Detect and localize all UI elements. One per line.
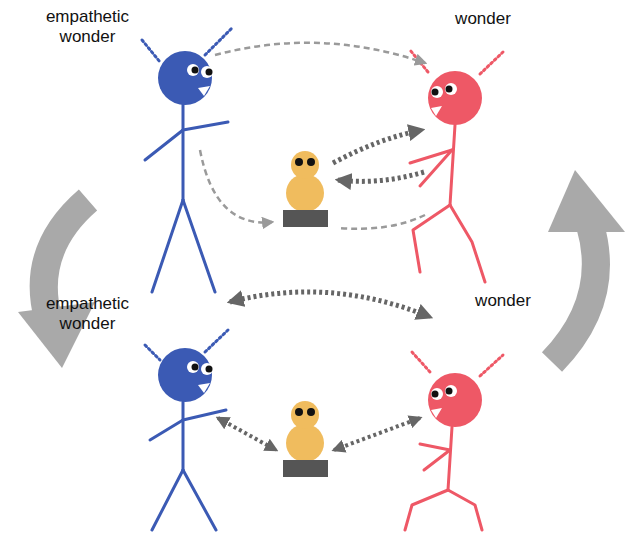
- figure-node: wonder: [430, 287, 552, 387]
- robot-figure: [283, 151, 328, 227]
- figure-node: wonder: [425, 5, 545, 105]
- person-figure: [405, 352, 503, 530]
- figure-label: wonder: [433, 9, 533, 29]
- figure-node: empathetic wonder: [40, 5, 215, 105]
- figure-label: wonder: [458, 291, 548, 311]
- person-figure: [410, 50, 503, 282]
- interaction-arrow: [215, 43, 425, 63]
- cycle-arrow: [548, 170, 625, 362]
- cycle-arrow: [18, 200, 95, 368]
- figure-node: empathetic wonder: [40, 292, 230, 392]
- interaction-arrow: [230, 292, 430, 317]
- person-figure: [145, 330, 228, 530]
- person-figure: [142, 28, 232, 292]
- robot-figure: [283, 401, 328, 477]
- figure-label: empathetic wonder: [40, 7, 135, 47]
- figure-label: empathetic wonder: [40, 294, 135, 334]
- interaction-arrows: [200, 130, 425, 229]
